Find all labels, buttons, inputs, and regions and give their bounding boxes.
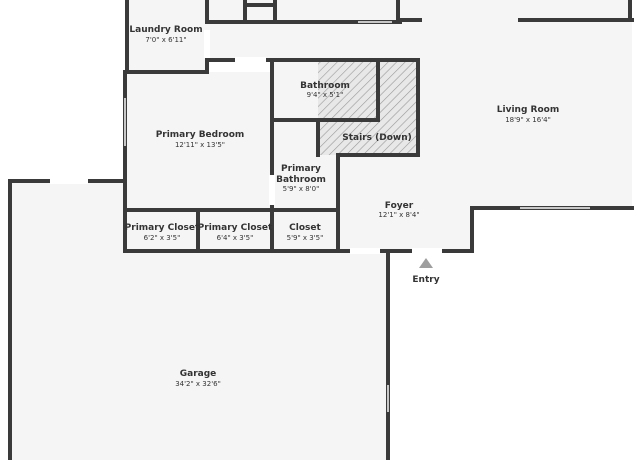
garage-name: Garage	[180, 369, 217, 379]
openings	[50, 21, 590, 412]
bathroom-inner-wall	[272, 58, 380, 122]
entry-label: Entry	[412, 275, 439, 285]
primary-closet-b-dims: 6'4" x 3'5"	[217, 234, 254, 242]
living-room-dims: 18'9" x 16'4"	[505, 116, 551, 124]
primary-bathroom-dims: 5'9" x 8'0"	[283, 185, 320, 193]
garage-dims: 34'2" x 32'6"	[175, 380, 221, 388]
primary-bedroom-name: Primary Bedroom	[156, 130, 245, 140]
primary-closet-a-name: Primary Closet	[125, 223, 200, 233]
foyer-name: Foyer	[385, 201, 414, 211]
primary-closet-a-dims: 6'2" x 3'5"	[144, 234, 181, 242]
primary-closet-b-name: Primary Closet	[198, 223, 273, 233]
floor-areas	[10, 0, 632, 460]
primary-bedroom-dims: 12'11" x 13'5"	[175, 141, 225, 149]
bathroom-name: Bathroom	[300, 81, 350, 91]
entry-arrow-icon	[419, 258, 433, 268]
closet-name: Closet	[289, 223, 321, 233]
laundry-wall	[125, 0, 276, 74]
room-labels: Laundry Room 7'0" x 6'11" Bathroom 9'4" …	[125, 25, 560, 388]
laundry-room-name: Laundry Room	[129, 25, 202, 35]
foyer-east-wall	[470, 206, 634, 253]
stairs-name: Stairs (Down)	[342, 133, 411, 143]
foyer-dims: 12'1" x 8'4"	[378, 211, 419, 219]
primary-bathroom-name-1: Primary	[281, 164, 321, 174]
laundry-room-dims: 7'0" x 6'11"	[145, 36, 186, 44]
living-room-name: Living Room	[497, 105, 559, 115]
laundry-room-floor	[127, 0, 207, 72]
stairs-floor	[318, 60, 418, 155]
bathroom-wall	[272, 58, 420, 157]
closet-dims: 5'9" x 3'5"	[287, 234, 324, 242]
primary-bathroom-name-2: Bathroom	[276, 175, 326, 185]
bathroom-dims: 9'4" x 5'1"	[307, 91, 344, 99]
walls	[8, 0, 634, 460]
